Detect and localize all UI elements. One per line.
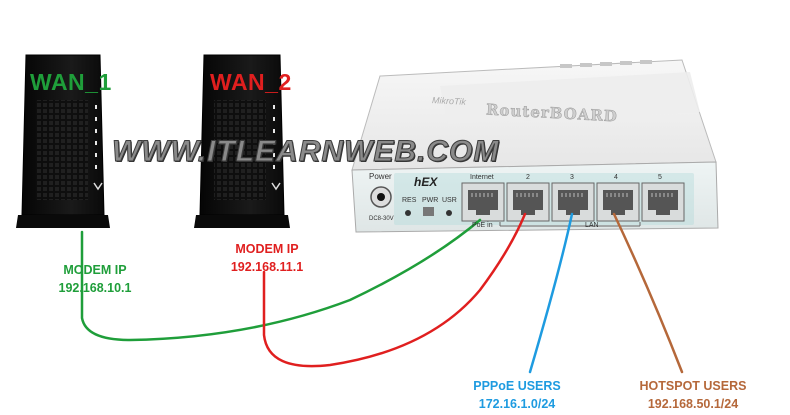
modem2-title: MODEM IP <box>235 242 299 256</box>
power-spec: DC8-30V <box>369 216 394 222</box>
cable-hotspot <box>612 212 684 374</box>
hotspot-title: HOTSPOT USERS <box>639 379 747 393</box>
pppoe-annotation: PPPoE USERS 172.16.1.0/24 <box>462 377 572 413</box>
cable-pppoe <box>528 212 574 374</box>
router-model: hEX <box>414 175 438 189</box>
hotspot-annotation: HOTSPOT USERS 192.168.50.1/24 <box>628 377 758 413</box>
modem2-ip: 192.168.11.1 <box>230 260 304 274</box>
router-brand-small: MikroTik <box>431 95 467 107</box>
wan2-label: WAN_2 <box>210 69 292 95</box>
power-label: Power <box>369 172 392 181</box>
watermark: WWW.ITLEARNWEB.COM <box>111 135 500 169</box>
modem2-annotation: MODEM IP 192.168.11.1 <box>212 240 322 276</box>
port-internet-label: Internet <box>470 174 494 181</box>
button-pwr: PWR <box>422 197 439 204</box>
port-5-label: 5 <box>658 174 662 181</box>
cable-wan2 <box>262 212 527 368</box>
modem1-annotation: MODEM IP 192.168.10.1 <box>40 261 150 297</box>
router-hex <box>351 59 719 233</box>
modem1-ip: 192.168.10.1 <box>58 281 132 295</box>
port-4-label: 4 <box>614 174 618 181</box>
wan1-label: WAN_1 <box>30 69 112 95</box>
lan-label: LAN <box>585 222 599 229</box>
port-3-label: 3 <box>570 174 574 181</box>
port-2-label: 2 <box>526 174 530 181</box>
button-res: RES <box>402 197 417 204</box>
pppoe-title: PPPoE USERS <box>473 379 561 393</box>
modem1-title: MODEM IP <box>63 263 127 277</box>
button-usr: USR <box>442 197 457 204</box>
poe-label: PoE in <box>472 222 493 229</box>
cable-wan1 <box>80 218 482 342</box>
modem-wan1 <box>16 54 110 228</box>
hotspot-ip: 192.168.50.1/24 <box>647 397 739 411</box>
pppoe-ip: 172.16.1.0/24 <box>478 397 556 411</box>
modem-wan2 <box>194 54 290 228</box>
